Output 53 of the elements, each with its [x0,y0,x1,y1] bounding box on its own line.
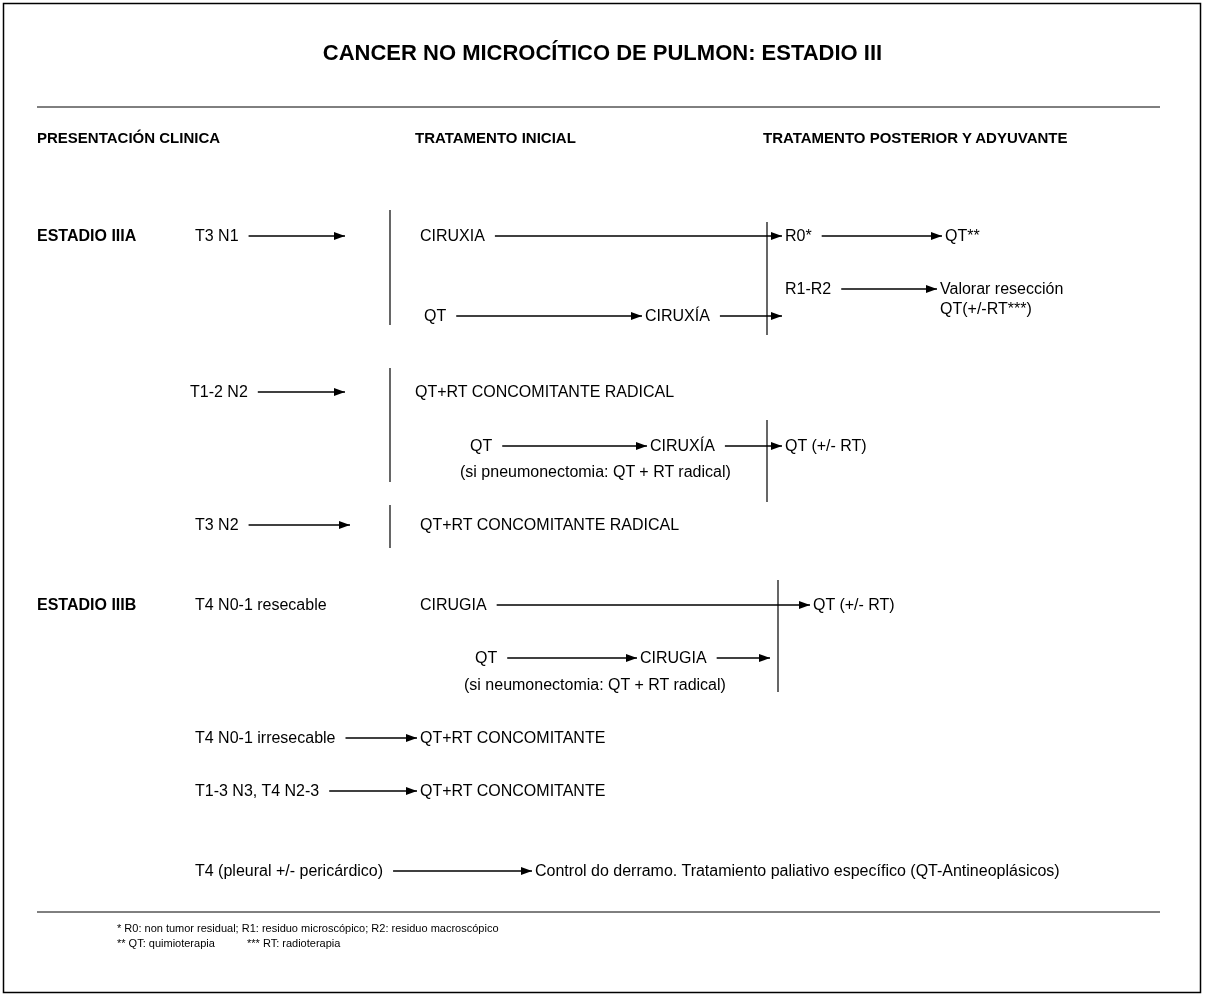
treatment-note: (si pneumonectomia: QT + RT radical) [460,462,731,482]
stage-heading: ESTADIO IIIA [37,226,137,246]
stage-criteria: T3 N1 [195,226,239,246]
arrow [344,734,418,742]
arrow [247,232,346,240]
arrow [724,442,783,450]
treatment-step: CIRUXIA [420,226,485,246]
treatment-note: (si neumonectomia: QT + RT radical) [464,675,726,695]
diagram-title: CANCER NO MICROCÍTICO DE PULMON: ESTADIO III [322,40,883,65]
treatment-step: QT+RT CONCOMITANTE [420,728,606,748]
arrow [840,285,938,293]
stage-criteria: T4 N0-1 irresecable [195,728,336,748]
treatment-step: Control do derramo. Tratamiento paliativo específico (QT-Antineoplásicos) [535,861,1060,881]
treatment-step: CIRUGIA [640,648,707,668]
footnote: * R0: non tumor residual; R1: residuo microscópico; R2: residuo macroscópico [117,921,499,936]
treatment-step: QT (+/- RT) [785,436,867,456]
resection-result: R0* [785,226,812,246]
treatment-step: QT+RT CONCOMITANTE RADICAL [415,382,675,402]
resection-result: R1-R2 [785,279,832,299]
stage-criteria: T1-2 N2 [190,382,248,402]
arrow [820,232,943,240]
arrow [328,787,418,795]
stage-criteria: T4 (pleural +/- pericárdico) [195,861,384,881]
arrow [501,442,648,450]
arrow [494,232,783,240]
treatment-step: QT [424,306,447,326]
treatment-step: CIRUXÍA [650,436,715,456]
column-header: PRESENTACIÓN CLINICA [37,128,221,147]
treatment-step: CIRUXÍA [645,306,710,326]
arrow [257,388,346,396]
footnote: ** QT: quimioterapia [117,936,215,951]
stage-heading: ESTADIO IIIB [37,595,137,615]
arrow [719,312,783,320]
arrow [715,654,771,662]
column-header: TRATAMENTO INICIAL [415,128,576,147]
stage-criteria: T3 N2 [195,515,239,535]
treatment-step: QT (+/- RT) [813,595,895,615]
arrow [392,867,533,875]
stage-criteria: T4 N0-1 resecable [195,595,327,615]
treatment-step: CIRUGIA [420,595,487,615]
arrow [506,654,638,662]
treatment-step: QT [470,436,493,456]
footnote: *** RT: radioterapia [247,936,341,951]
stage-criteria: T1-3 N3, T4 N2-3 [195,781,320,801]
column-header: TRATAMENTO POSTERIOR Y ADYUVANTE [763,128,1068,147]
treatment-step: QT [475,648,498,668]
treatment-step: Valorar resección QT(+/-RT***) [940,279,1075,319]
arrow [495,601,811,609]
treatment-step: QT** [945,226,980,246]
arrow [247,521,351,529]
treatment-step: QT+RT CONCOMITANTE RADICAL [420,515,680,535]
treatment-step: QT+RT CONCOMITANTE [420,781,606,801]
arrow [455,312,643,320]
